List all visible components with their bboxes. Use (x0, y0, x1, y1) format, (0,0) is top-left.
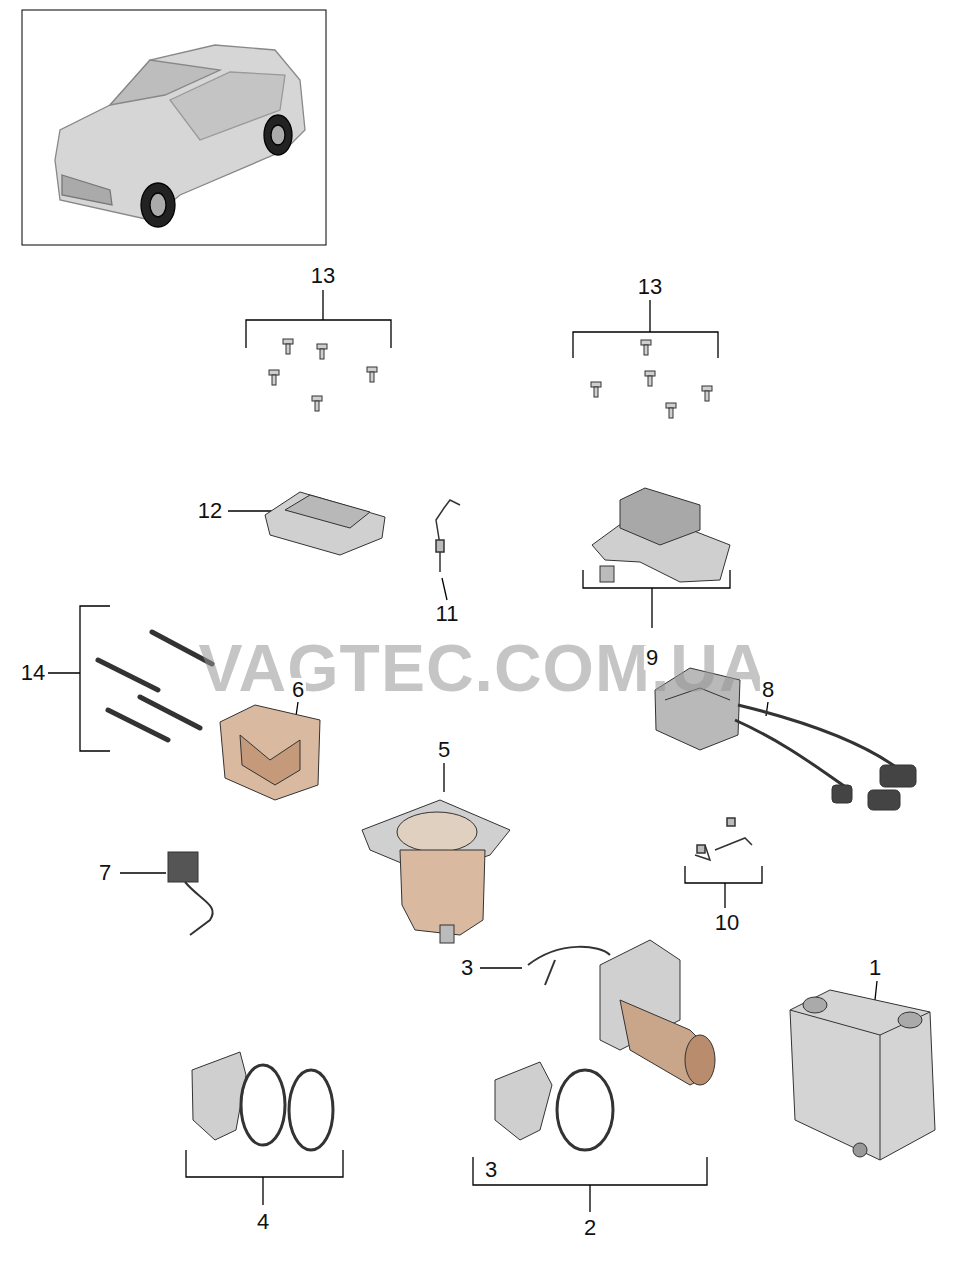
car-illustration (55, 45, 305, 227)
leader-line (120, 511, 877, 1000)
callout-number: 1 (867, 956, 883, 980)
callout-number: 14 (19, 661, 47, 685)
bolt (98, 632, 212, 740)
control-unit (265, 492, 385, 555)
blower (362, 800, 510, 943)
callout-number: 13 (309, 264, 337, 288)
thumbnail-frame (22, 10, 326, 245)
gasket-set (192, 1052, 333, 1150)
callout-number: 5 (436, 738, 452, 762)
sensor (168, 852, 213, 935)
callout-number: 4 (255, 1210, 271, 1234)
callout-number: 11 (434, 602, 461, 626)
callout-number: 3 (483, 1158, 499, 1182)
burner (495, 940, 715, 1150)
watermark: VAGTEC.COM.UA (198, 635, 767, 701)
callout-number: 13 (636, 275, 664, 299)
callout-number: 10 (713, 911, 741, 935)
sensor (436, 500, 460, 572)
callout-number: 12 (196, 499, 224, 523)
callout-number: 2 (582, 1216, 598, 1240)
screw (269, 339, 712, 418)
callout-number: 3 (459, 956, 475, 980)
callout-number: 9 (644, 646, 660, 670)
heater-unit (790, 990, 935, 1160)
housing (220, 705, 320, 800)
callout-number: 8 (760, 678, 776, 702)
group-bracket (48, 290, 762, 1212)
control-unit (592, 488, 730, 582)
clip (695, 818, 752, 860)
callout-number: 6 (290, 678, 306, 702)
callout-number: 7 (97, 861, 113, 885)
